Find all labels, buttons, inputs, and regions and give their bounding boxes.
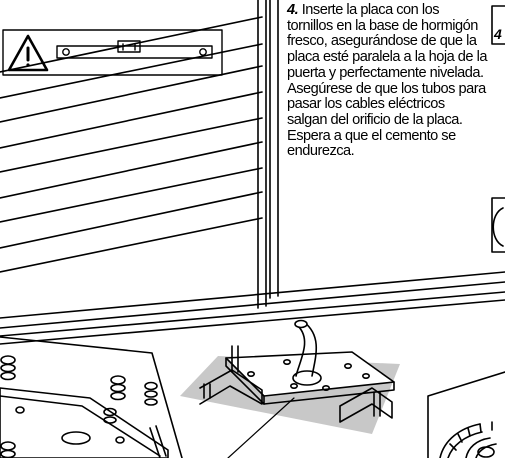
- next-step-badge-frame: [491, 5, 505, 45]
- side-detail-arc: [492, 207, 504, 247]
- detail-panel-gear: [427, 371, 505, 458]
- spirit-level-icon: [56, 40, 213, 59]
- instruction-text: 4. Inserte la placa con los tornillos en…: [287, 2, 487, 160]
- callout-line: [227, 397, 295, 458]
- step-number: 4.: [287, 2, 299, 18]
- ground-rail: [0, 271, 505, 345]
- instruction-paragraph-1: Inserte la placa con los tornillos en la…: [287, 2, 487, 128]
- detail-panel-nuts: [0, 336, 183, 458]
- warning-triangle-icon: [7, 34, 49, 72]
- gate-leaf: [0, 0, 267, 301]
- instruction-paragraph-2: Espera a que el cemento se endurezca.: [287, 127, 456, 160]
- side-detail-frame: [491, 197, 505, 253]
- gate-post: [269, 0, 279, 299]
- cable-conduit: [294, 319, 318, 377]
- warning-box: [2, 29, 223, 76]
- mounting-plate: [199, 345, 395, 423]
- next-step-badge: 4: [494, 26, 502, 42]
